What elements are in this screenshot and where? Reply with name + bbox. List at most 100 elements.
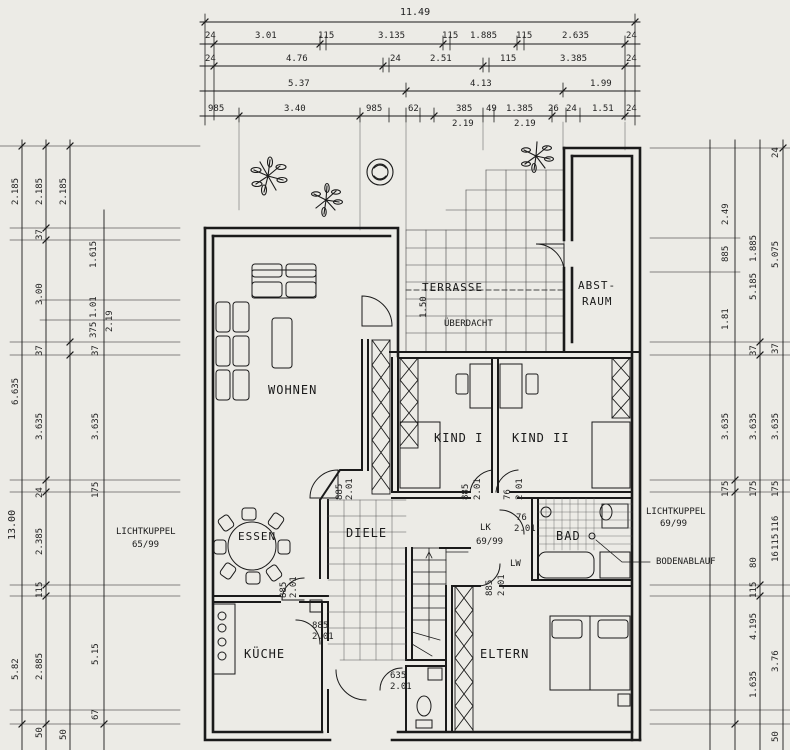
dim-right-mid: 3.635 [749,412,759,440]
dim-left-mid: 2.885 [35,652,45,680]
door-dim: 635 [390,671,407,681]
bath-tiles [537,497,633,551]
terrace-paving [405,169,565,353]
dim-top-r2: 2.51 [430,54,452,64]
dim-right-mid: 4.195 [749,612,759,640]
bodenablauf-label: BODENABLAUF [656,557,716,567]
dim-left-inner: 50 [59,729,69,740]
lk-size-label: 69/99 [476,537,504,547]
dim-left-mid: 50 [35,727,45,738]
dim-top-r4: 385 [456,104,473,114]
dim-left-inner: 2.19 [105,310,115,332]
dim-right-inner: 1.81 [721,308,731,330]
bodenablauf-leader [595,539,651,563]
room-label-bad: BAD [556,529,581,543]
room-label-essen: ESSEN [238,530,277,543]
room-label-abstraum-2: RAUM [582,295,613,308]
dim-top-r2: 24 [205,54,216,64]
dim-left-mid: 37 [35,345,45,356]
room-label-wohnen: WOHNEN [268,383,318,397]
room-label-abstraum-1: ABST- [578,279,617,292]
room-label-diele: DIELE [346,526,388,540]
door-dim: 885 [335,483,345,500]
lichtkuppel-right-label: LICHTKUPPEL [646,507,706,517]
door-swings [281,243,565,701]
dim-left-inner: 5.15 [91,643,101,665]
room-label-kind-1: KIND I [434,431,484,445]
dim-top-r1: 3.135 [378,31,406,41]
door-dim: 885 [312,621,329,631]
dim-right-outer: 3.635 [771,412,781,440]
dim-left-mid: 3.00 [35,283,45,305]
dim-top-r1: 24 [626,31,637,41]
dim-right-outer: 37 [771,343,781,354]
dim-top-r2: 3.385 [560,54,588,64]
plant-icons [250,141,555,218]
door-dim: 76 [516,513,527,523]
dim-top-r4: 3.40 [284,104,306,114]
lichtkuppel-left-size: 65/99 [132,540,160,550]
dim-right-mid: 175 [749,480,759,497]
dim-top-r1: 115 [516,31,533,41]
dim-top-r2: 115 [500,54,517,64]
dim-top-r2: 24 [626,54,637,64]
lw-label: LW [510,559,521,569]
top-dimension-lines [199,13,641,231]
dim-top-r4: 49 [486,104,497,114]
dim-left-inner: 3.635 [91,412,101,440]
dim-left-mid: 24 [35,487,45,498]
room-label-kueche: KÜCHE [244,647,286,661]
room-label-terrasse: TERRASSE [422,281,483,294]
plant-icon [250,156,288,196]
plant-icon [366,158,394,186]
plant-icon [520,141,555,174]
dim-right-inner: 116 [771,515,781,532]
dim-left-inner: 67 [91,709,101,720]
furniture [212,263,631,729]
dim-top-r1: 2.635 [562,31,590,41]
dim-top-r2: 4.76 [286,54,308,64]
dim-left-outer: 5.82 [11,658,21,680]
dim-top-r4: 985 [208,104,225,114]
dim-top-r3: 4.13 [470,79,492,89]
dim-right-outer: 50 [771,731,781,742]
dim-top-r1: 3.01 [255,31,277,41]
dim-top-r5: 2.19 [514,119,536,129]
dim-left-inner: 2.185 [59,177,69,205]
lichtkuppel-right-size: 69/99 [660,519,688,529]
terrasse-dim-label: 1.50 [419,296,429,318]
door-dim: 2.01 [497,574,507,596]
dim-right-outer: 175 [771,480,781,497]
dim-top-r1: 115 [318,31,335,41]
dim-right-outer: 5.075 [771,240,781,268]
dim-left-outer: 2.185 [11,177,21,205]
room-label-kind-2: KIND II [512,431,570,445]
dim-left-mid: 2.185 [35,177,45,205]
dim-top-r4: 1.51 [592,104,614,114]
dim-left-outer: 6.635 [11,377,21,405]
dim-right-mid: 5.185 [749,272,759,300]
dim-right-mid: 885 [721,245,731,262]
door-dim: 2.01 [345,478,355,500]
outer-walls [203,146,642,742]
dim-left-inner: 37 [91,345,101,356]
dim-top-r4: 985 [366,104,383,114]
dim-right-mid: 1.885 [749,234,759,262]
dim-right-mid: 115 [749,581,759,598]
windows [371,339,631,733]
dim-right-inner: 115 [771,533,781,550]
dim-top-r2: 24 [390,54,401,64]
dim-top-r4: 1.385 [506,104,534,114]
door-dim: 885 [279,581,289,598]
dim-right-mid: 37 [749,345,759,356]
door-dim: 2.01 [514,524,536,534]
staircase [411,547,469,661]
lichtkuppel-left-label: LICHTKUPPEL [116,527,176,537]
room-label-ueberdacht: ÜBERDACHT [444,319,493,329]
dim-top-r3: 5.37 [288,79,310,89]
dim-top-r4: 24 [626,104,637,114]
door-dim: 2.01 [312,632,334,642]
dim-right-outer: 3.76 [771,650,781,672]
